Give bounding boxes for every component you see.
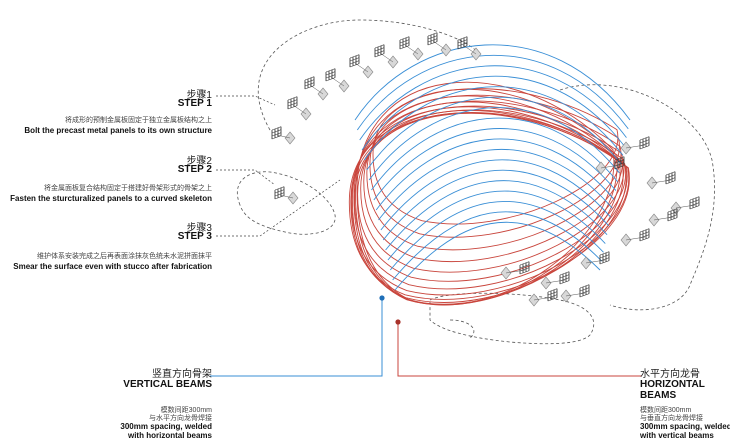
step2-title-en: STEP 2 bbox=[177, 164, 212, 175]
vertical-beam bbox=[366, 96, 622, 171]
step1-title-en: STEP 1 bbox=[177, 98, 212, 109]
vertical-beam bbox=[364, 86, 624, 161]
panel-assembly bbox=[304, 76, 329, 101]
horizontal-spec-cn-2: 与垂直方向龙骨焊接 bbox=[640, 415, 703, 422]
vertical-spec-cn-1: 模数间距300mm bbox=[160, 407, 212, 414]
vertical-beams-title-cn: 竖直方向骨架 bbox=[152, 369, 212, 380]
step3-desc-cn: 维护体系安装完成之后再表面涂抹灰色统未水泥拼面抹平 bbox=[37, 253, 212, 260]
horizontal-beam bbox=[372, 88, 619, 225]
horizontal-beam bbox=[366, 100, 622, 251]
horizontal-beam bbox=[357, 112, 627, 282]
vertical-beam bbox=[368, 107, 620, 181]
horizontal-beams-title-cn: 水平方向龙骨 bbox=[640, 369, 700, 380]
vertical-beam bbox=[361, 75, 626, 151]
step2-desc-cn: 将金属面板复合结构固定于搭建好骨架形式的骨架之上 bbox=[44, 185, 212, 192]
vertical-beams-title-en: VERTICAL BEAMS bbox=[123, 379, 212, 390]
step3-title-en: STEP 3 bbox=[177, 231, 212, 242]
panel-assembly bbox=[274, 186, 299, 205]
panel-assembly bbox=[620, 136, 650, 155]
vertical-beam bbox=[380, 159, 611, 231]
panel-assembly bbox=[528, 288, 558, 307]
vertical-spec-en-2: with horizontal beams bbox=[127, 431, 212, 440]
vertical-beam bbox=[392, 211, 603, 281]
panel-assembly bbox=[560, 284, 590, 303]
horizontal-spec-en-2: with vertical beams bbox=[640, 431, 714, 440]
vertical-beam bbox=[373, 128, 617, 201]
horizontal-beam bbox=[363, 105, 623, 262]
panel-assembly bbox=[287, 96, 312, 121]
vertical-beam bbox=[354, 44, 631, 121]
vertical-beam bbox=[378, 148, 613, 221]
panel-assembly bbox=[325, 68, 350, 93]
step3-desc-en: Smear the surface even with stucco after… bbox=[13, 262, 212, 271]
leader-lines bbox=[216, 95, 341, 237]
panel-assembly bbox=[349, 54, 374, 79]
panel-assembly bbox=[580, 251, 610, 270]
panel-assembly bbox=[427, 32, 452, 57]
vertical-beam bbox=[387, 190, 606, 261]
step2-desc-en: Fasten the sturcturalized panels to a cu… bbox=[10, 194, 212, 203]
panel-assembly bbox=[620, 228, 650, 247]
vertical-beam bbox=[359, 65, 627, 141]
panel-assembly bbox=[648, 208, 678, 227]
vertical-beam bbox=[356, 54, 629, 131]
vertical-beam bbox=[394, 221, 601, 291]
horizontal-spec-cn-1: 模数间距300mm bbox=[640, 407, 692, 414]
horizontal-beam bbox=[360, 109, 625, 273]
vertical-spec-en-1: 300mm spacing, welded bbox=[120, 422, 212, 431]
panel-assembly bbox=[271, 126, 296, 145]
vertical-beam bbox=[385, 180, 608, 251]
shell-lattice bbox=[348, 44, 631, 306]
vertical-beam bbox=[375, 138, 615, 211]
horizontal-beam-marker bbox=[395, 319, 401, 325]
panel-assembly bbox=[646, 171, 676, 190]
vertical-beam bbox=[382, 169, 610, 241]
step2-title-cn: 步骤2 bbox=[186, 156, 212, 167]
dashed-outlines bbox=[237, 19, 715, 345]
vertical-beam-marker bbox=[379, 295, 385, 301]
vertical-spec-cn-2: 与水平方向龙骨焊接 bbox=[149, 415, 212, 422]
beam-callouts bbox=[210, 295, 642, 377]
step1-title-cn: 步骤1 bbox=[186, 90, 212, 101]
step1-desc-en: Bolt the precast metal panels to its own… bbox=[24, 126, 212, 135]
horizontal-beam bbox=[369, 94, 620, 238]
step3-title-cn: 步骤3 bbox=[186, 223, 212, 234]
panel-assembly bbox=[670, 196, 700, 215]
panel-assembly bbox=[540, 271, 570, 290]
panel-assembly bbox=[399, 36, 424, 61]
horizontal-beams-title-en: HORIZONTAL BEAMS bbox=[640, 379, 705, 401]
horizontal-beam bbox=[354, 113, 628, 290]
panel-assembly bbox=[500, 261, 530, 280]
vertical-beam bbox=[371, 117, 618, 191]
panel-assembly bbox=[457, 36, 482, 61]
horizontal-spec-en-1: 300mm spacing, welded bbox=[640, 422, 730, 431]
vertical-beam bbox=[389, 201, 604, 271]
step1-desc-cn: 将成形的预制金属板固定于独立金属板结构之上 bbox=[65, 117, 212, 124]
panel-assemblies bbox=[271, 32, 700, 307]
panel-assembly bbox=[374, 44, 399, 69]
panel-assembly bbox=[595, 156, 625, 175]
